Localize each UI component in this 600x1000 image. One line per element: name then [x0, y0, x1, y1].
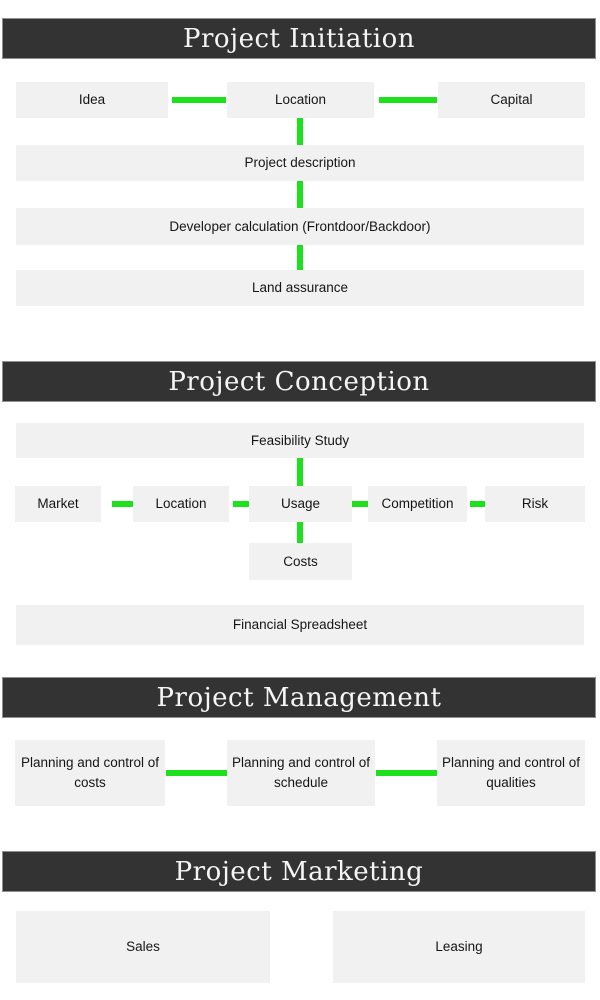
node-market: Market [15, 486, 101, 522]
node-costs: Costs [249, 543, 352, 580]
node-risk: Risk [485, 486, 585, 522]
node-planning-schedule: Planning and control of schedule [227, 740, 375, 806]
section-title: Project Initiation [182, 23, 416, 54]
section-title: Project Conception [168, 366, 430, 397]
connector-competition-risk [470, 501, 485, 507]
connector-schedule-qualities [376, 770, 437, 776]
node-location: Location [227, 82, 374, 118]
node-idea: Idea [16, 82, 168, 118]
section-header-marketing: Project Marketing [2, 851, 596, 892]
connector-usage-costs [297, 522, 303, 543]
connector-idea-location [172, 97, 226, 103]
node-capital: Capital [438, 82, 585, 118]
node-land-assurance: Land assurance [16, 270, 584, 306]
node-planning-qualities: Planning and control of qualities [437, 740, 585, 806]
connector-calculation-assurance [297, 245, 303, 270]
connector-market-location [112, 501, 133, 507]
connector-location-usage [233, 501, 249, 507]
node-sales: Sales [16, 911, 270, 983]
connector-location-capital [379, 97, 437, 103]
connector-costs-schedule [166, 770, 227, 776]
section-header-conception: Project Conception [2, 361, 596, 402]
node-competition: Competition [368, 486, 467, 522]
node-feasibility-study: Feasibility Study [16, 423, 584, 458]
connector-feasibility-usage [297, 458, 303, 486]
connector-usage-competition [352, 501, 368, 507]
section-title: Project Marketing [174, 856, 424, 887]
node-usage: Usage [249, 486, 352, 522]
section-title: Project Management [156, 682, 442, 713]
node-project-description: Project description [16, 145, 584, 181]
section-header-initiation: Project Initiation [2, 18, 596, 59]
node-developer-calculation: Developer calculation (Frontdoor/Backdoo… [16, 208, 584, 245]
node-planning-costs: Planning and control of costs [15, 740, 165, 806]
connector-location-description [297, 118, 303, 145]
node-financial-spreadsheet: Financial Spreadsheet [16, 605, 584, 645]
section-header-management: Project Management [2, 677, 596, 718]
connector-description-calculation [297, 181, 303, 208]
node-leasing: Leasing [333, 911, 585, 983]
node-location-factor: Location [133, 486, 229, 522]
